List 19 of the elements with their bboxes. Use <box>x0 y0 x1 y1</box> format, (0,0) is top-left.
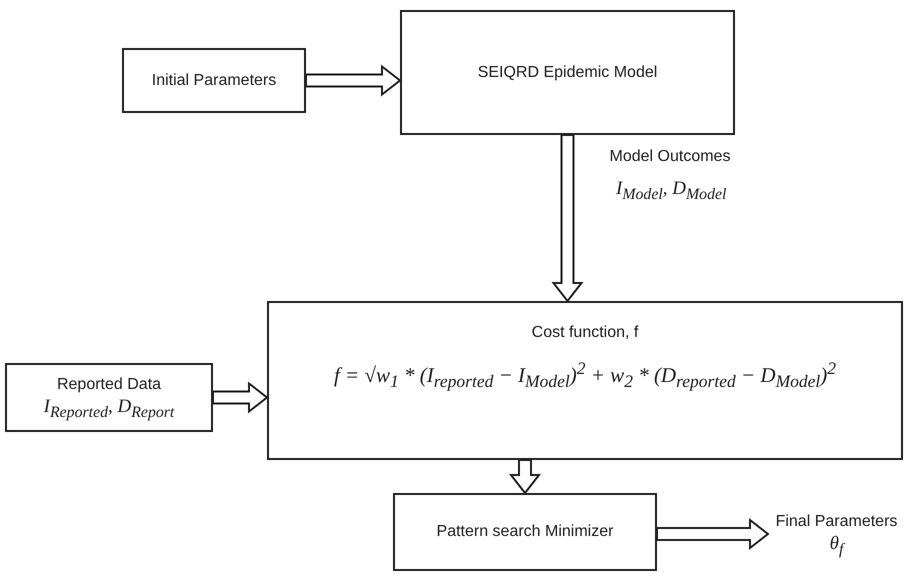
block-arrow <box>305 64 402 97</box>
box-label: Pattern search Minimizer <box>436 522 614 542</box>
box-label: SEIQRD Epidemic Model <box>478 62 658 83</box>
block-arrow <box>656 518 770 550</box>
formula: θ$_{f}$ <box>830 532 844 558</box>
process-box <box>5 363 213 432</box>
block-arrow <box>508 459 542 495</box>
block-arrow <box>551 134 584 303</box>
process-box <box>122 48 306 113</box>
process-box <box>400 10 735 135</box>
block-arrow <box>212 381 269 414</box>
box-label: Cost function, f <box>532 323 638 343</box>
process-box <box>267 301 903 460</box>
formula: f = √w$_{1}$ * (I$_{reported}$ − I$_{Model}$)$^{2}$ + w$_{2}$ * (D$_{reported}$ − D$_{Model}$)$^{2}$ <box>334 358 836 392</box>
formula: I$_{Reported}$, D$_{Report}$ <box>44 396 174 422</box>
process-box <box>393 493 657 571</box>
box-label: Reported Data <box>56 375 162 395</box>
output-label: Final Parameters <box>776 512 898 532</box>
box-label: Initial Parameters <box>152 70 276 91</box>
